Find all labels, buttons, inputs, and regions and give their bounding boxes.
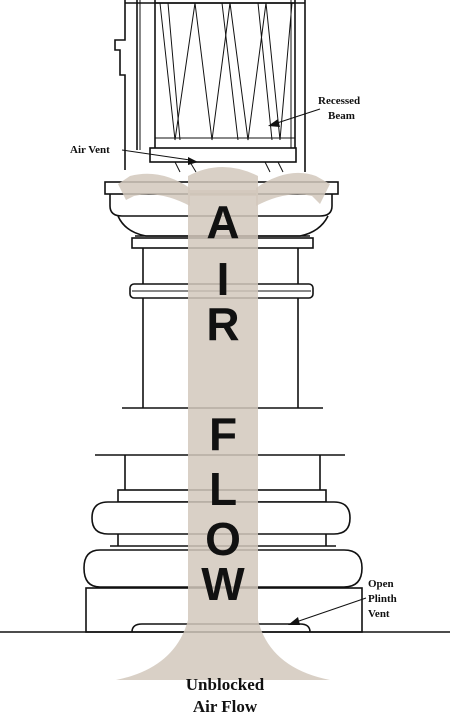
caption-line1: Unblocked bbox=[186, 675, 265, 694]
air-inflow-flare bbox=[116, 190, 330, 680]
plinth-vent-callout: Open Plinth Vent bbox=[288, 578, 397, 625]
airflow-letter-6: O bbox=[205, 513, 241, 565]
caption-line2: Air Flow bbox=[193, 697, 258, 716]
recessed-beam-label-line1: Recessed bbox=[318, 95, 360, 107]
air-vent-label: Air Vent bbox=[70, 144, 110, 156]
air-flow-stream bbox=[116, 167, 330, 680]
air-outflow-center bbox=[188, 167, 258, 196]
plinth-vent-label-line3: Vent bbox=[368, 608, 390, 620]
entablature bbox=[114, 0, 306, 172]
airflow-letter-3: R bbox=[206, 298, 239, 350]
airflow-letter-7: W bbox=[201, 558, 245, 610]
airflow-letter-4: F bbox=[209, 408, 237, 460]
plinth-vent-label-line2: Plinth bbox=[368, 593, 397, 605]
recessed-beam-label-line2: Beam bbox=[328, 110, 355, 122]
airflow-letter-5: L bbox=[209, 463, 237, 515]
recessed-beam bbox=[149, 147, 297, 173]
air-outflow-left-arrow bbox=[118, 173, 190, 206]
recessed-beam-callout: Recessed Beam bbox=[268, 95, 360, 127]
airflow-letter-1: A bbox=[206, 196, 239, 248]
air-outflow-right-arrow bbox=[256, 172, 330, 206]
air-vent-callout: Air Vent bbox=[70, 144, 198, 165]
airflow-letter-2: I bbox=[217, 253, 230, 305]
plinth-vent-label-line1: Open bbox=[368, 578, 394, 590]
